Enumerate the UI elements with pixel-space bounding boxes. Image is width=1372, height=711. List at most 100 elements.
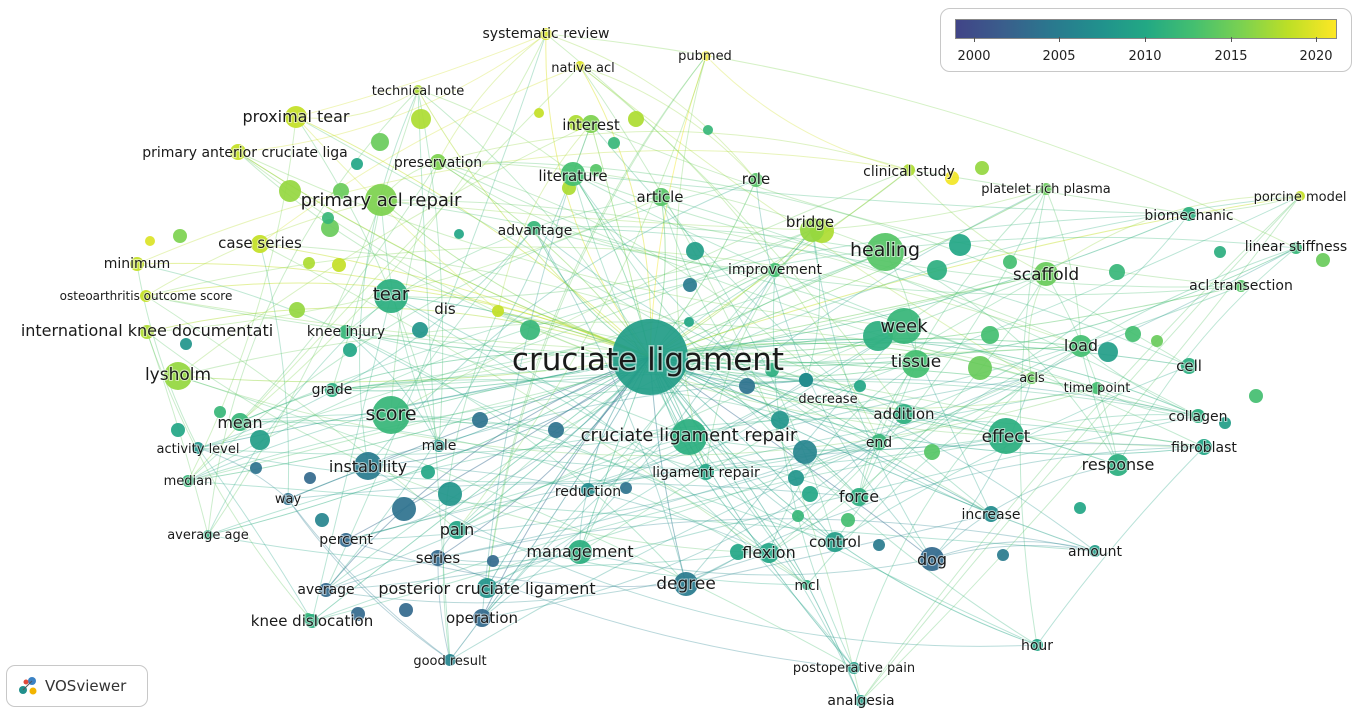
network-node-label[interactable]: article [635, 187, 684, 207]
network-node-label[interactable]: cruciate ligament repair [580, 424, 799, 447]
network-node[interactable] [1182, 207, 1196, 221]
network-node[interactable] [374, 279, 408, 313]
network-node[interactable] [902, 350, 930, 378]
network-node-label[interactable]: healing [849, 238, 921, 262]
network-node-label[interactable]: technical note [371, 83, 465, 100]
network-node-label[interactable]: mean [216, 412, 263, 433]
network-node[interactable] [997, 549, 1009, 561]
network-node[interactable] [214, 406, 226, 418]
network-node[interactable] [173, 229, 187, 243]
network-node[interactable] [581, 483, 595, 497]
network-node[interactable] [1151, 335, 1163, 347]
network-node[interactable] [250, 462, 262, 474]
network-node-label[interactable]: addition [872, 404, 935, 424]
network-node[interactable] [749, 173, 763, 187]
network-node-label[interactable]: acls [1018, 370, 1046, 387]
network-node[interactable] [841, 513, 855, 527]
network-node-label[interactable]: biomechanic [1143, 207, 1234, 225]
network-node-label[interactable]: load [1063, 335, 1099, 356]
network-node[interactable] [1181, 358, 1197, 374]
network-node-label[interactable]: pubmed [677, 48, 733, 65]
network-node[interactable] [140, 290, 152, 302]
network-node[interactable] [351, 158, 363, 170]
network-node[interactable] [372, 396, 410, 434]
network-node[interactable] [251, 235, 269, 253]
network-node-label[interactable]: primary anterior cruciate liga [141, 144, 349, 162]
network-node[interactable] [304, 472, 316, 484]
network-node[interactable] [548, 422, 564, 438]
network-node[interactable] [701, 51, 711, 61]
network-node-label[interactable]: knee injury [306, 323, 386, 341]
network-node-label[interactable]: control [808, 532, 862, 552]
network-node[interactable] [802, 580, 812, 590]
network-node[interactable] [477, 578, 497, 598]
network-node[interactable] [279, 180, 301, 202]
network-node[interactable] [568, 115, 584, 131]
network-node-label[interactable]: male [421, 437, 458, 455]
network-node[interactable] [927, 260, 947, 280]
network-node-label[interactable]: tear [372, 283, 411, 306]
network-node[interactable] [1249, 389, 1263, 403]
network-node[interactable] [1196, 439, 1212, 455]
network-node[interactable] [250, 430, 270, 450]
network-node-label[interactable]: collagen [1168, 408, 1229, 426]
network-node[interactable] [1219, 417, 1231, 429]
network-node-label[interactable]: median [163, 473, 214, 490]
network-node-label[interactable]: mcl [793, 577, 820, 595]
network-node[interactable] [321, 219, 339, 237]
network-node-label[interactable]: scaffold [1012, 264, 1080, 286]
network-node[interactable] [894, 404, 914, 424]
network-node-label[interactable]: increase [960, 506, 1021, 524]
network-node-label[interactable]: flexion [741, 542, 796, 563]
network-node[interactable] [1125, 326, 1141, 342]
network-node-label[interactable]: average age [166, 527, 250, 544]
network-node-label[interactable]: reduction [554, 483, 622, 501]
network-node[interactable] [1026, 372, 1038, 384]
network-node[interactable] [945, 171, 959, 185]
network-node[interactable] [289, 302, 305, 318]
network-node-label[interactable]: cell [1175, 356, 1203, 376]
network-node-label[interactable]: platelet rich plasma [980, 181, 1111, 198]
network-node[interactable] [612, 319, 688, 395]
network-node[interactable] [771, 411, 789, 429]
network-node-label[interactable]: good result [412, 653, 487, 670]
network-node-label[interactable]: bridge [785, 212, 835, 232]
network-node-label[interactable]: analgesia [826, 692, 895, 710]
network-node-label[interactable]: ligament repair [651, 464, 761, 482]
network-node[interactable] [620, 482, 632, 494]
network-node-label[interactable]: international knee documentati [20, 320, 274, 341]
network-node-label[interactable]: advantage [497, 222, 574, 240]
network-node-label[interactable]: average [296, 581, 355, 599]
network-node[interactable] [365, 184, 397, 216]
network-node[interactable] [983, 506, 999, 522]
network-node[interactable] [903, 164, 915, 176]
network-node[interactable] [1031, 639, 1043, 651]
network-node-label[interactable]: hour [1020, 637, 1054, 655]
network-node[interactable] [492, 305, 504, 317]
network-node[interactable] [850, 488, 868, 506]
network-node-label[interactable]: tissue [890, 351, 942, 373]
network-node[interactable] [319, 583, 333, 597]
network-node-label[interactable]: percent [318, 531, 374, 549]
network-node[interactable] [800, 218, 824, 242]
network-node[interactable] [303, 257, 315, 269]
network-node-label[interactable]: preservation [393, 154, 483, 172]
network-node-label[interactable]: management [525, 541, 634, 562]
network-node[interactable] [765, 363, 779, 377]
network-node[interactable] [448, 521, 466, 539]
network-node[interactable] [768, 263, 782, 277]
network-node-label[interactable]: improvement [727, 261, 823, 279]
network-node-label[interactable]: interest [561, 115, 621, 135]
network-node-label[interactable]: role [741, 169, 771, 189]
network-node-label[interactable]: amount [1067, 543, 1124, 561]
network-node-label[interactable]: series [415, 548, 462, 568]
network-node[interactable] [433, 440, 445, 452]
network-node-label[interactable]: decrease [797, 391, 858, 408]
network-node[interactable] [444, 654, 456, 666]
network-node[interactable] [1089, 545, 1101, 557]
network-node[interactable] [683, 278, 697, 292]
network-node[interactable] [164, 362, 192, 390]
network-node-label[interactable]: degree [655, 573, 717, 595]
network-node[interactable] [703, 125, 713, 135]
network-node-label[interactable]: operation [445, 608, 519, 628]
